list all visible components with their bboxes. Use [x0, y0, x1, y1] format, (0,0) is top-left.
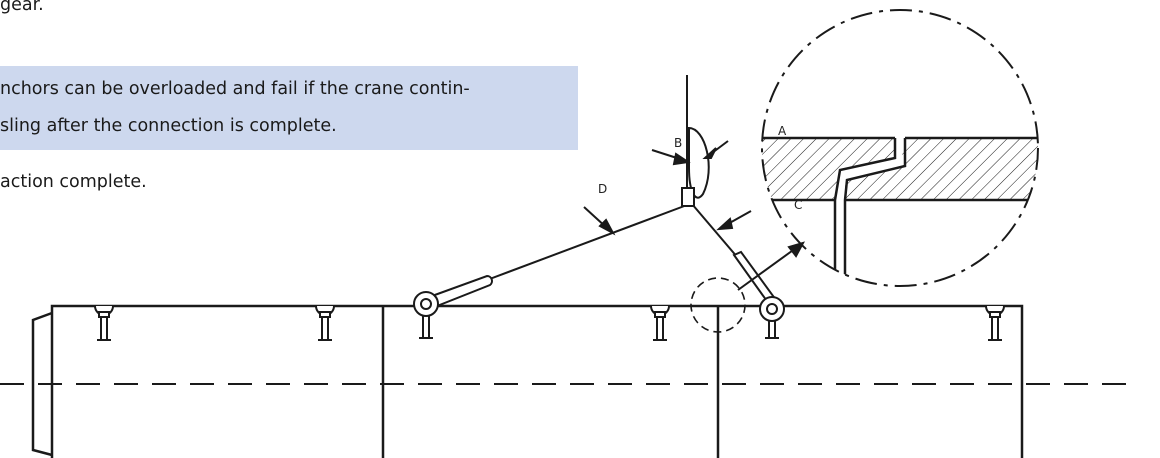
- warning-box: [0, 66, 578, 150]
- lifting-anchors: [94, 305, 1005, 341]
- pointer-arrows: [583, 140, 752, 236]
- label-b: B: [674, 136, 682, 150]
- precast-sections: [31, 304, 1024, 458]
- body-text-gear: gear.: [0, 0, 44, 15]
- magnified-joint-detail: [762, 136, 1038, 280]
- label-d: D: [598, 182, 607, 196]
- detail-arrow: [737, 241, 806, 291]
- magnified-detail-circle: [761, 9, 1039, 287]
- warning-text-line-2: sling after the connection is complete.: [0, 116, 337, 136]
- detail-callout-circle: [690, 277, 746, 333]
- left-sling-anchor: [413, 274, 493, 339]
- body-text-action-complete: action complete.: [0, 172, 147, 192]
- rigging: [486, 75, 739, 281]
- label-a: A: [778, 124, 787, 138]
- warning-text-line-1: nchors can be overloaded and fail if the…: [0, 79, 470, 99]
- label-c: C: [794, 198, 802, 212]
- right-sling-anchor: [732, 250, 785, 339]
